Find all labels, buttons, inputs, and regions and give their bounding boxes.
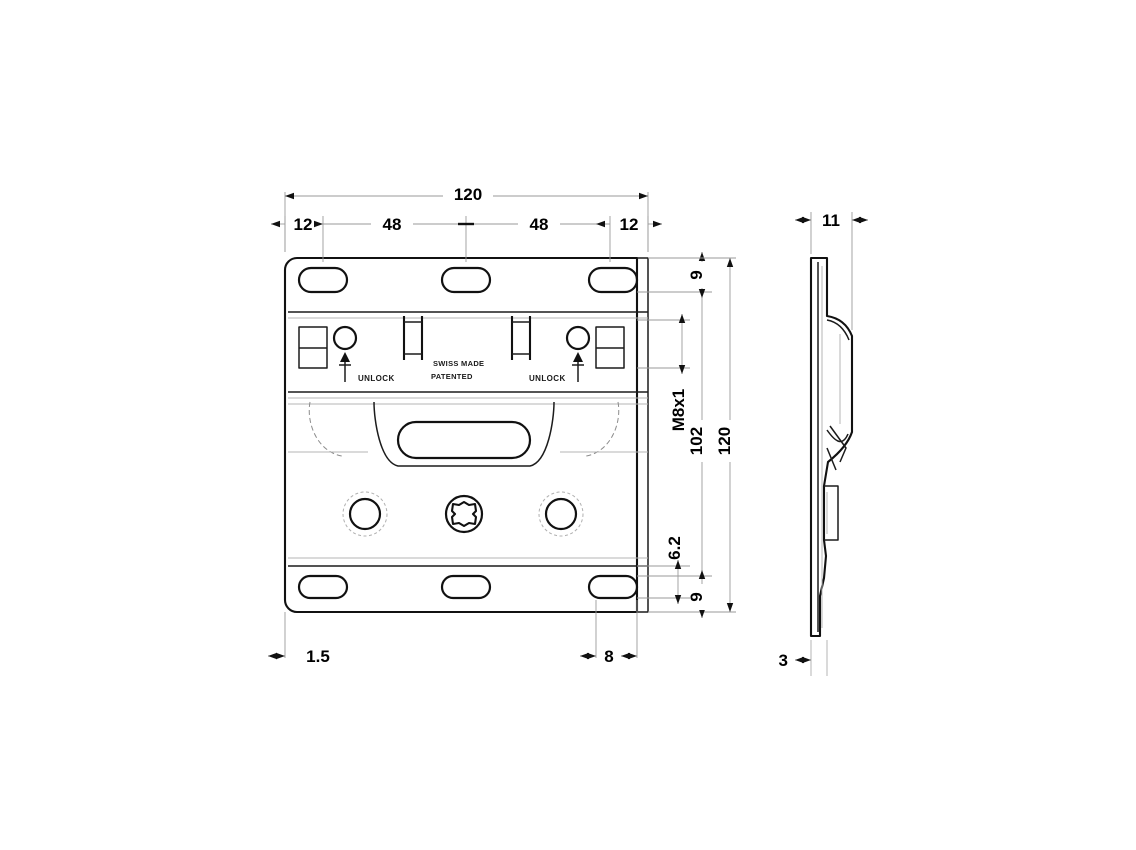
dim-text-mask-span-right bbox=[518, 212, 560, 232]
dim-label-span-right: 48 bbox=[530, 215, 549, 234]
pivot-hole-left bbox=[332, 325, 358, 351]
top-slot-group bbox=[297, 266, 639, 294]
arrow-head-right bbox=[573, 352, 583, 362]
side-cam-detail-c bbox=[826, 447, 837, 471]
through-hole-right bbox=[544, 497, 578, 531]
side-tab-outline bbox=[824, 485, 839, 541]
dimension-lower-offset: 6.2 bbox=[637, 536, 690, 604]
patent-label: PATENTED bbox=[431, 372, 473, 381]
plate-outline bbox=[283, 256, 639, 614]
side-profile-outline bbox=[809, 256, 854, 638]
dim-label-lower-offset: 6.2 bbox=[665, 536, 684, 560]
dim-text-mask-span-left bbox=[371, 212, 413, 232]
mounting-slot-top-left bbox=[297, 266, 349, 294]
dim-text-mask-bottom-offset bbox=[692, 584, 712, 610]
mounting-slot-bottom-left bbox=[297, 574, 349, 600]
mounting-slot-bottom-right bbox=[587, 574, 639, 600]
dim-label-inner-height: 102 bbox=[687, 427, 706, 455]
mounting-slot-top-center bbox=[440, 266, 492, 294]
unlock-label-left: UNLOCK bbox=[358, 374, 395, 383]
dim-label-span-left: 48 bbox=[383, 215, 402, 234]
dimension-width-chain: 12 48 48 12 bbox=[271, 212, 662, 262]
central-recess-group bbox=[288, 401, 648, 467]
cam-slot-left-rails bbox=[402, 316, 424, 360]
mounting-slot-top-right bbox=[587, 266, 639, 294]
dimension-side-depth: 11 bbox=[795, 211, 868, 330]
dim-label-side-depth: 11 bbox=[822, 211, 840, 230]
dimension-side-thickness: 3 bbox=[779, 651, 811, 670]
pivot-hole-right bbox=[565, 325, 591, 351]
central-grip-slot bbox=[396, 420, 532, 460]
screw-head-outline bbox=[444, 494, 484, 534]
dimension-top-offset: 9 bbox=[637, 252, 712, 298]
unlock-label-right: UNLOCK bbox=[529, 374, 566, 383]
dim-label-side-thickness: 3 bbox=[779, 651, 788, 670]
cam-slot-right-crossbars bbox=[512, 321, 530, 355]
through-hole-left bbox=[348, 497, 382, 531]
arrow-head-left bbox=[340, 352, 350, 362]
side-view: 11 3 bbox=[779, 211, 868, 676]
side-thickness-ext bbox=[810, 640, 828, 676]
dim-text-mask-width bbox=[443, 184, 493, 204]
side-cam-detail-b bbox=[829, 425, 847, 463]
dimension-overall-width: 120 bbox=[284, 184, 649, 252]
dimension-thread: M8x1 bbox=[637, 314, 690, 431]
dim-text-mask-top-offset bbox=[692, 262, 712, 288]
dim-text-mask-overall-height bbox=[720, 420, 740, 462]
recess-right-hidden bbox=[585, 401, 620, 457]
dimension-thickness-right: 8 bbox=[580, 600, 638, 666]
dim-text-mask-inner-height bbox=[692, 420, 712, 462]
mounting-slot-bottom-center bbox=[440, 574, 492, 600]
dimension-thickness-left: 1.5 bbox=[268, 612, 330, 666]
torx-lobe-pattern bbox=[450, 500, 478, 528]
latch-block-right bbox=[565, 325, 625, 369]
side-cam-detail-a bbox=[826, 429, 849, 443]
latch-block-left bbox=[298, 325, 358, 369]
dim-label-thickness-right: 8 bbox=[604, 647, 613, 666]
side-boss-top-fillet bbox=[826, 319, 850, 341]
dim-label-edge-right: 12 bbox=[620, 215, 639, 234]
dim-label-overall-width: 120 bbox=[454, 185, 482, 204]
bottom-slot-group bbox=[297, 574, 639, 600]
dim-label-overall-height: 120 bbox=[715, 427, 734, 455]
torx-star-screw-icon bbox=[444, 494, 484, 534]
dim-label-top-offset: 9 bbox=[687, 270, 706, 279]
unlock-arrow-up-icon-left bbox=[339, 352, 351, 382]
dimension-bottom-offset: 9 bbox=[637, 570, 712, 618]
unlock-arrow-up-icon-right bbox=[572, 352, 584, 382]
recess-outer-profile bbox=[373, 401, 555, 467]
fastener-hole-group bbox=[342, 491, 584, 537]
cam-slot-group bbox=[402, 316, 532, 360]
plate-right-edge-band bbox=[637, 257, 649, 613]
front-view: UNLOCK UNLOCK SWISS MADE PATENTED bbox=[268, 184, 740, 666]
recess-left-hidden bbox=[308, 401, 343, 457]
dimension-inner-height: 102 bbox=[687, 298, 712, 576]
dim-label-bottom-offset: 9 bbox=[687, 592, 706, 601]
cam-slot-right-rails bbox=[510, 316, 532, 360]
dim-label-thread: M8x1 bbox=[669, 389, 688, 432]
cam-slot-left-crossbars bbox=[404, 321, 422, 355]
dimension-overall-height: 120 bbox=[648, 257, 740, 613]
brand-label: SWISS MADE bbox=[433, 359, 484, 368]
dim-label-edge-left: 12 bbox=[294, 215, 313, 234]
counterbore-left bbox=[342, 491, 388, 537]
dim-label-thickness-left: 1.5 bbox=[306, 647, 330, 666]
counterbore-right bbox=[538, 491, 584, 537]
